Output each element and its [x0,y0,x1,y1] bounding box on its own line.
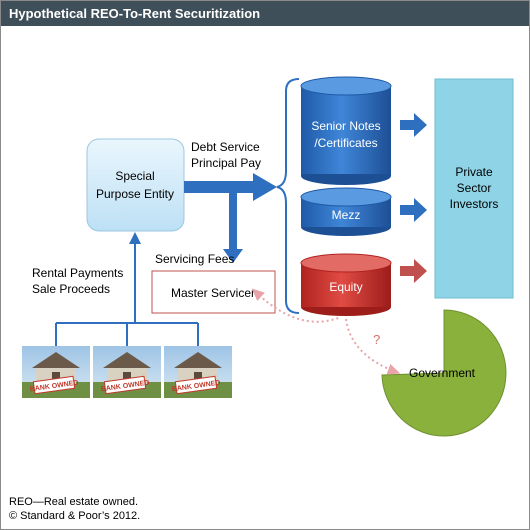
bank-owned-house-3: BANK OWNED [164,346,232,398]
rental-flow-arrowhead [129,232,141,244]
rental-payments-label-line2: Sale Proceeds [32,282,110,296]
question-mark: ? [373,332,380,347]
rental-flow-connector [55,243,199,346]
equity-to-investors-arrow [400,259,427,283]
rental-payments-label-line1: Rental Payments [32,266,123,280]
special-purpose-entity-box: Special Purpose Entity [86,138,185,232]
equity-cylinder: Equity [300,253,392,316]
servicing-fees-arrow [223,193,243,263]
mezz-label: Mezz [332,208,361,222]
senior-notes-label-line1: Senior Notes [311,119,380,133]
master-servicer-label: Master Servicer [171,286,255,300]
tranche-bracket [276,78,300,314]
debt-service-label-line1: Debt Service [191,140,260,154]
servicing-fees-label: Servicing Fees [155,252,234,266]
government-label: Government [409,366,476,380]
master-servicer-box: Master Servicer [151,270,276,314]
government-share: Government [381,309,507,437]
debt-service-arrow [184,173,277,201]
mezz-cylinder: Mezz [300,187,392,236]
spe-label-line1: Special [115,169,154,183]
senior-notes-cylinder: Senior Notes /Certificates [300,76,392,185]
investors-label-line3: Investors [450,197,499,211]
equity-to-government-dotted-arrow [345,318,401,375]
footer-line-2: © Standard & Poor’s 2012. [9,510,141,522]
spe-label-line2: Purpose Entity [96,187,174,201]
bank-owned-house-2: BANK OWNED [93,346,161,398]
investors-label-line1: Private [455,165,493,179]
footer-notes: REO—Real estate owned. © Standard & Poor… [9,495,140,523]
senior-to-investors-arrow [400,113,427,137]
senior-notes-label-line2: /Certificates [314,136,377,150]
diagram-title: Hypothetical REO-To-Rent Securitization [1,1,529,26]
footer-line-1: REO—Real estate owned. [9,496,139,508]
mezz-to-investors-arrow [400,198,427,222]
equity-label: Equity [329,280,362,294]
debt-service-label-line2: Principal Pay [191,156,261,170]
bank-owned-house-1: BANK OWNED [22,346,90,398]
equity-to-servicer-dotted-arrow [251,288,342,323]
investors-label-line2: Sector [457,181,492,195]
private-sector-investors-box: Private Sector Investors [434,78,514,299]
